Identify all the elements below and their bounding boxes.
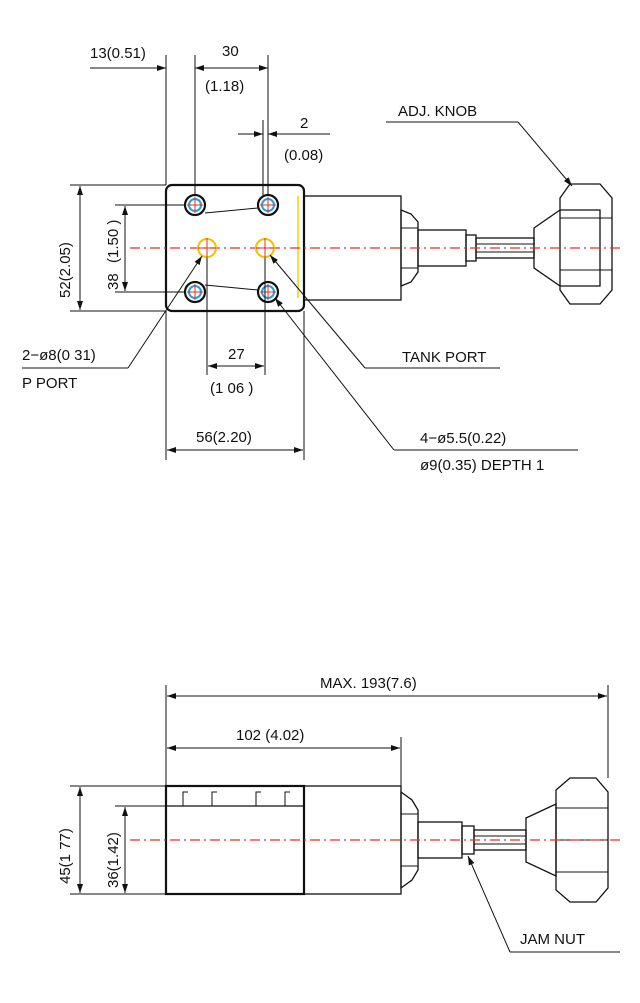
- label-p-port-size: 2−ø8(0 31): [22, 347, 96, 364]
- leader-line: [274, 297, 395, 451]
- side-view: MAX. 193(7.6) 102 (4.02) 45(1 77) 36(1.4…: [57, 675, 620, 953]
- label-p-port: P PORT: [22, 375, 77, 392]
- bolt-hole: [256, 193, 280, 217]
- hole-link: [204, 207, 259, 214]
- dim-offset-label: 13(0.51): [90, 45, 146, 62]
- leader-line: [517, 121, 573, 187]
- label-bolt-holes: 4−ø5.5(0.22): [420, 430, 506, 447]
- label-counterbore: ø9(0.35) DEPTH 1: [420, 457, 544, 474]
- dim-small-mm: 2: [300, 115, 308, 132]
- dim-port-spacing-mm: 27: [228, 346, 245, 363]
- adjust-knob-side-head: [555, 777, 609, 903]
- dim-inner-height: 36(1.42): [105, 832, 122, 888]
- dim-port-spacing-in: (1 06 ): [210, 380, 253, 397]
- top-view: 13(0.51) 30 (1.18) 2 (0.08) ADJ. KNOB 52…: [22, 43, 620, 474]
- bolt-hole: [183, 280, 207, 304]
- dim-max-length: MAX. 193(7.6): [320, 675, 417, 692]
- p-port: [197, 238, 217, 258]
- leader-line: [127, 255, 203, 369]
- label-tank-port: TANK PORT: [402, 349, 486, 366]
- dim-inner-pitch-mm: 38: [105, 273, 122, 290]
- leader-line: [467, 855, 511, 953]
- hex-nut-top: [400, 209, 419, 287]
- dim-width-top: 56(2.20): [196, 429, 252, 446]
- label-jam-nut: JAM NUT: [520, 931, 585, 948]
- hex-nut-side: [400, 790, 419, 890]
- hole-link: [204, 284, 259, 291]
- dim-inner-pitch-in: (1.50 ): [105, 220, 122, 263]
- dim-small-in: (0.08): [284, 147, 323, 164]
- body-tab: [211, 791, 217, 806]
- leader-line: [269, 254, 366, 369]
- dim-hole-pitch-mm: 30: [222, 43, 239, 60]
- bolt-hole: [183, 193, 207, 217]
- dim-height-side: 45(1 77): [57, 828, 74, 884]
- adjust-knob-head: [559, 183, 613, 305]
- body-tab: [255, 791, 261, 806]
- bolt-hole: [256, 280, 280, 304]
- body-tab: [182, 791, 188, 806]
- body-tab: [284, 791, 290, 806]
- dim-height-top: 52(2.05): [57, 242, 74, 298]
- dim-body-length: 102 (4.02): [236, 727, 304, 744]
- tank-port: [255, 238, 275, 258]
- dim-hole-pitch-in: (1.18): [205, 78, 244, 95]
- label-adj-knob: ADJ. KNOB: [398, 103, 477, 120]
